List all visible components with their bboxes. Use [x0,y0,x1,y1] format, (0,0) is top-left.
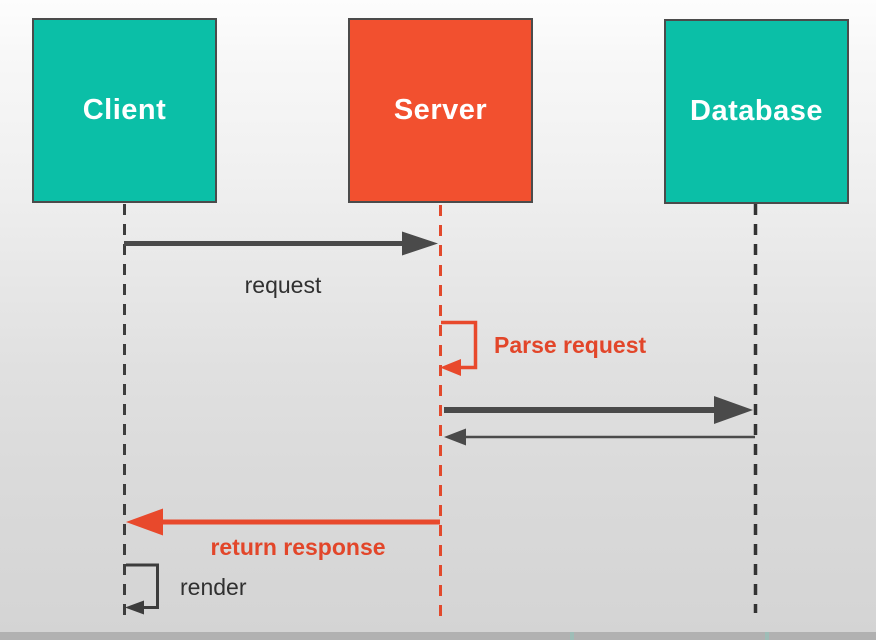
message-label-request: request [244,272,322,298]
message-label-parse-request: Parse request [494,332,647,358]
video-progress-bar[interactable] [0,632,876,640]
server-to-database-arrow [444,396,753,424]
progress-tick [570,632,574,640]
actor-label-client: Client [82,94,167,126]
message-label-return-response: return response [210,534,386,560]
actor-label-database: Database [690,95,823,127]
request-arrow [124,231,438,256]
actor-box-server: Server [348,18,533,203]
parse-request-loop-arrow [440,320,478,376]
database-to-server-return-arrow [444,428,755,446]
actor-box-database: Database [664,19,849,204]
message-label-render: render [180,574,247,600]
progress-tick [765,632,769,640]
render-loop-arrow [125,563,159,615]
return-response-arrow [126,508,440,536]
actor-box-client: Client [32,18,217,203]
actor-label-server: Server [393,94,488,126]
